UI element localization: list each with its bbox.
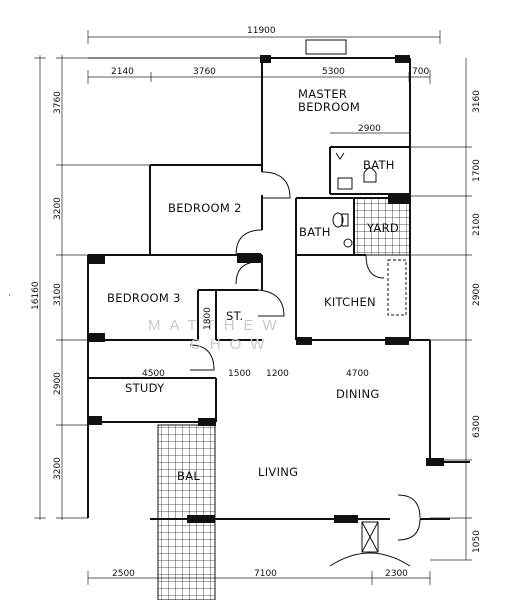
doors (189, 171, 421, 541)
fixtures (329, 152, 411, 567)
dim-top-4: 700 (412, 67, 429, 77)
top-dimension-lines (87, 30, 441, 134)
room-label-store: ST. (226, 309, 244, 323)
dim-mid-1200: 1200 (266, 369, 289, 379)
room-label-yard: YARD (366, 221, 399, 235)
room-label-balcony: BAL (177, 469, 200, 483)
dim-right-2: 1700 (472, 159, 482, 182)
dim-right-5: 6300 (472, 415, 482, 438)
watermark-line1: MATTHEW (148, 317, 286, 334)
dim-bottom-1: 2500 (112, 569, 135, 579)
dim-mid-4500: 4500 (142, 369, 165, 379)
dim-inner-2900: 2900 (358, 124, 381, 134)
dim-mid-1500: 1500 (228, 369, 251, 379)
dim-store-1800: 1800 (203, 307, 213, 330)
dim-right-4: 2900 (472, 283, 482, 306)
stray-dot: · (8, 291, 11, 301)
dim-left-overall: 16160 (31, 281, 41, 310)
dim-right-1: 3160 (472, 90, 482, 113)
room-label-living: LIVING (258, 465, 298, 479)
dimension-labels: 11900 2140 3760 5300 700 2900 4500 1500 … (31, 26, 482, 579)
dim-left-1: 3760 (53, 91, 63, 114)
dim-right-6: 1050 (472, 530, 482, 553)
room-label-bedroom3: BEDROOM 3 (107, 291, 181, 305)
right-dimension-lines (410, 58, 472, 561)
dim-left-5: 3200 (53, 457, 63, 480)
dim-top-3: 5300 (322, 67, 345, 77)
dim-top-2: 3760 (193, 67, 216, 77)
room-labels: MASTER BEDROOM BATH BEDROOM 2 BATH YARD … (107, 87, 399, 483)
dim-left-3: 3100 (53, 283, 63, 306)
watermark-line2: CHOW (190, 336, 274, 353)
dim-left-4: 2900 (53, 372, 63, 395)
room-label-study: STUDY (125, 381, 165, 395)
dim-top-overall: 11900 (247, 26, 276, 36)
dim-left-2: 3200 (53, 197, 63, 220)
room-label-bath-lower: BATH (299, 225, 331, 239)
dim-bottom-3: 2300 (385, 569, 408, 579)
room-label-master-line1: MASTER (298, 87, 347, 101)
left-dimension-lines (34, 55, 150, 520)
room-label-kitchen: KITCHEN (324, 295, 376, 309)
balcony-tile-floor (157, 424, 216, 600)
dim-top-1: 2140 (111, 67, 134, 77)
room-label-bedroom2: BEDROOM 2 (168, 201, 242, 215)
columns (88, 55, 444, 523)
room-label-master-line2: BEDROOM (298, 100, 360, 114)
dim-mid-4700: 4700 (346, 369, 369, 379)
dim-right-3: 2100 (472, 213, 482, 236)
dim-bottom-2: 7100 (254, 569, 277, 579)
walls (87, 39, 470, 520)
room-label-bath-upper: BATH (363, 158, 395, 172)
room-label-dining: DINING (336, 387, 380, 401)
